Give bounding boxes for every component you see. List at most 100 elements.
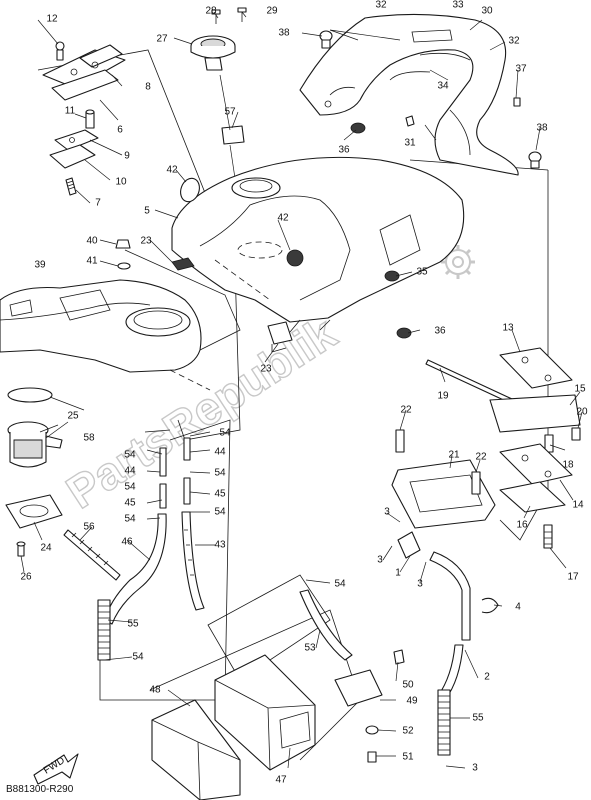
part-49-bracket [334, 669, 383, 707]
callout-3-c: 3 [417, 579, 423, 590]
callout-18: 18 [562, 460, 574, 471]
part-27-fuel-cap [190, 35, 236, 71]
part-56-drain-hose [63, 529, 121, 581]
callout-20: 20 [576, 407, 588, 418]
part-18-collar [544, 434, 554, 453]
part-57-label [221, 125, 245, 145]
callout-17: 17 [567, 572, 579, 583]
callout-25: 25 [67, 411, 79, 422]
callout-43: 43 [214, 540, 226, 551]
callout-22-right: 22 [475, 452, 487, 463]
callout-45-left: 45 [124, 498, 136, 509]
callout-55-left: 55 [127, 619, 139, 630]
part-10-plate [49, 144, 96, 169]
callout-22-left: 22 [400, 405, 412, 416]
callout-36-mid: 36 [434, 326, 446, 337]
part-44-pipe-right [183, 437, 191, 461]
part-23-damper-left [171, 257, 195, 271]
callout-57: 57 [224, 107, 236, 118]
part-42-grommet-left [180, 177, 200, 203]
leader-lines [20, 11, 583, 769]
callout-15: 15 [574, 384, 586, 395]
part-55-corrugated-left [97, 599, 111, 661]
callout-11: 11 [65, 106, 76, 117]
callout-54-f: 54 [214, 507, 226, 518]
callout-58: 58 [83, 433, 95, 444]
bracket-frame-right [499, 170, 549, 541]
part-7-bolt [65, 177, 77, 196]
callout-50: 50 [402, 680, 414, 691]
pump-bracket-frame [37, 49, 241, 441]
part-17-bolt [543, 524, 553, 549]
part-39-fuel-tank [0, 279, 211, 391]
part-16-plate [499, 481, 566, 513]
part-37-screw [513, 97, 521, 107]
part-22-bolt-right [471, 471, 481, 495]
callout-8: 8 [145, 82, 151, 93]
callout-39: 39 [34, 260, 46, 271]
callout-52: 52 [402, 726, 414, 737]
callout-45-right: 45 [214, 489, 226, 500]
callout-40: 40 [86, 236, 98, 247]
part-15-plate [489, 394, 581, 433]
callout-23-right: 23 [260, 364, 272, 375]
callout-48: 48 [149, 685, 161, 696]
part-53-hose [299, 589, 353, 661]
part-28-screw [211, 9, 221, 24]
part-43-hose [181, 511, 205, 611]
part-5-tank-cover [171, 156, 465, 333]
callout-46: 46 [121, 537, 133, 548]
callout-49: 49 [406, 696, 418, 707]
callout-19: 19 [437, 391, 449, 402]
callout-3-a: 3 [384, 507, 390, 518]
callout-28: 28 [205, 6, 217, 17]
callout-54-a: 54 [219, 428, 231, 439]
callout-5: 5 [144, 206, 150, 217]
callout-1: 1 [395, 568, 401, 579]
callout-14: 14 [572, 500, 584, 511]
part-31-bolt [405, 115, 415, 127]
callout-54-h: 54 [334, 579, 346, 590]
part-11-collar [85, 109, 95, 129]
callout-37: 37 [515, 64, 527, 75]
callout-12: 12 [46, 14, 58, 25]
part-14-damper [499, 443, 573, 485]
callout-54-b: 54 [124, 450, 136, 461]
callout-4: 4 [515, 602, 521, 613]
part-45-joint-left [159, 483, 167, 509]
callout-38-right: 38 [536, 123, 548, 134]
part-23-damper-right [267, 321, 293, 353]
callout-42-right: 42 [277, 213, 289, 224]
callout-23-left: 23 [140, 236, 152, 247]
canister-frame [207, 574, 331, 681]
callout-54-e: 54 [214, 468, 226, 479]
part-4-clip [481, 597, 499, 614]
part-35-collar [384, 270, 400, 282]
reference-code: B881300-R290 [6, 784, 74, 795]
callout-53: 53 [304, 643, 316, 654]
part-29-screw [237, 7, 247, 22]
callout-29: 29 [266, 6, 278, 17]
callout-35: 35 [416, 267, 428, 278]
part-9-damper [54, 129, 99, 151]
callout-26: 26 [20, 572, 32, 583]
part-2-hose [429, 551, 471, 701]
callout-38-top: 38 [278, 28, 290, 39]
fwd-arrow-icon: FWD [33, 753, 79, 785]
part-38-bolt-top [319, 30, 333, 49]
part-51-bolt [367, 751, 377, 763]
callout-30: 30 [481, 6, 493, 17]
callout-54-c: 54 [124, 482, 136, 493]
part-50-bolt [393, 649, 405, 665]
part-41-washer [117, 262, 131, 270]
callout-7: 7 [95, 198, 101, 209]
watermark-gear-icon [441, 245, 475, 279]
callout-55-right: 55 [472, 713, 484, 724]
callout-2: 2 [484, 672, 490, 683]
callout-51: 51 [402, 752, 414, 763]
part-12-bolt [55, 41, 65, 61]
callout-56: 56 [83, 522, 95, 533]
callout-13: 13 [502, 323, 514, 334]
part-30-rear-frame [299, 13, 519, 176]
